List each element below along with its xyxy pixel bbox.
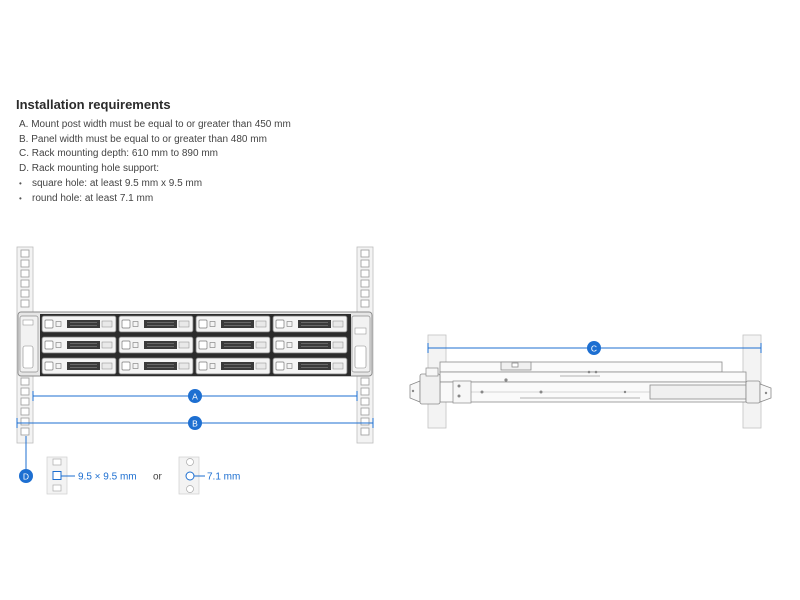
marker-a	[188, 389, 202, 403]
nas-chassis-front	[17, 311, 373, 377]
square-hole-detail: 9.5 × 9.5 mm	[46, 456, 137, 495]
requirements-list: A. Mount post width must be equal to or …	[19, 118, 291, 206]
marker-b	[188, 416, 202, 430]
rack-side-view: C	[409, 334, 772, 429]
dimension-c: C	[427, 341, 762, 355]
dimension-b: B	[16, 416, 374, 430]
dimension-a: A	[32, 389, 358, 403]
marker-a-label: A	[192, 392, 198, 402]
requirement-b: B. Panel width must be equal to or great…	[19, 133, 267, 145]
rack-front-view: A B D	[16, 246, 374, 483]
marker-d-label: D	[23, 472, 29, 482]
round-hole-size-label: 7.1 mm	[207, 472, 240, 483]
requirement-a: A. Mount post width must be equal to or …	[19, 119, 291, 130]
page-title: Installation requirements	[16, 97, 171, 112]
square-hole-icon	[52, 471, 62, 480]
marker-d	[19, 469, 33, 483]
rail-kit	[439, 361, 747, 403]
round-hole-requirement: round hole: at least 7.1 mm	[19, 192, 291, 207]
or-label: or	[153, 472, 163, 483]
marker-c	[587, 341, 601, 355]
marker-c-label: C	[591, 344, 597, 354]
rear-bracket	[745, 380, 772, 404]
round-hole-detail: 7.1 mm	[178, 456, 240, 495]
round-hole-icon	[185, 471, 195, 481]
square-hole-size-label: 9.5 × 9.5 mm	[78, 472, 137, 483]
callout-d: D	[19, 436, 33, 483]
requirement-c: C. Rack mounting depth: 610 mm to 890 mm	[19, 148, 218, 160]
marker-b-label: B	[192, 419, 198, 429]
square-hole-requirement: square hole: at least 9.5 mm x 9.5 mm	[19, 177, 291, 192]
front-bracket	[409, 367, 472, 405]
requirement-d: D. Rack mounting hole support:	[19, 163, 160, 175]
